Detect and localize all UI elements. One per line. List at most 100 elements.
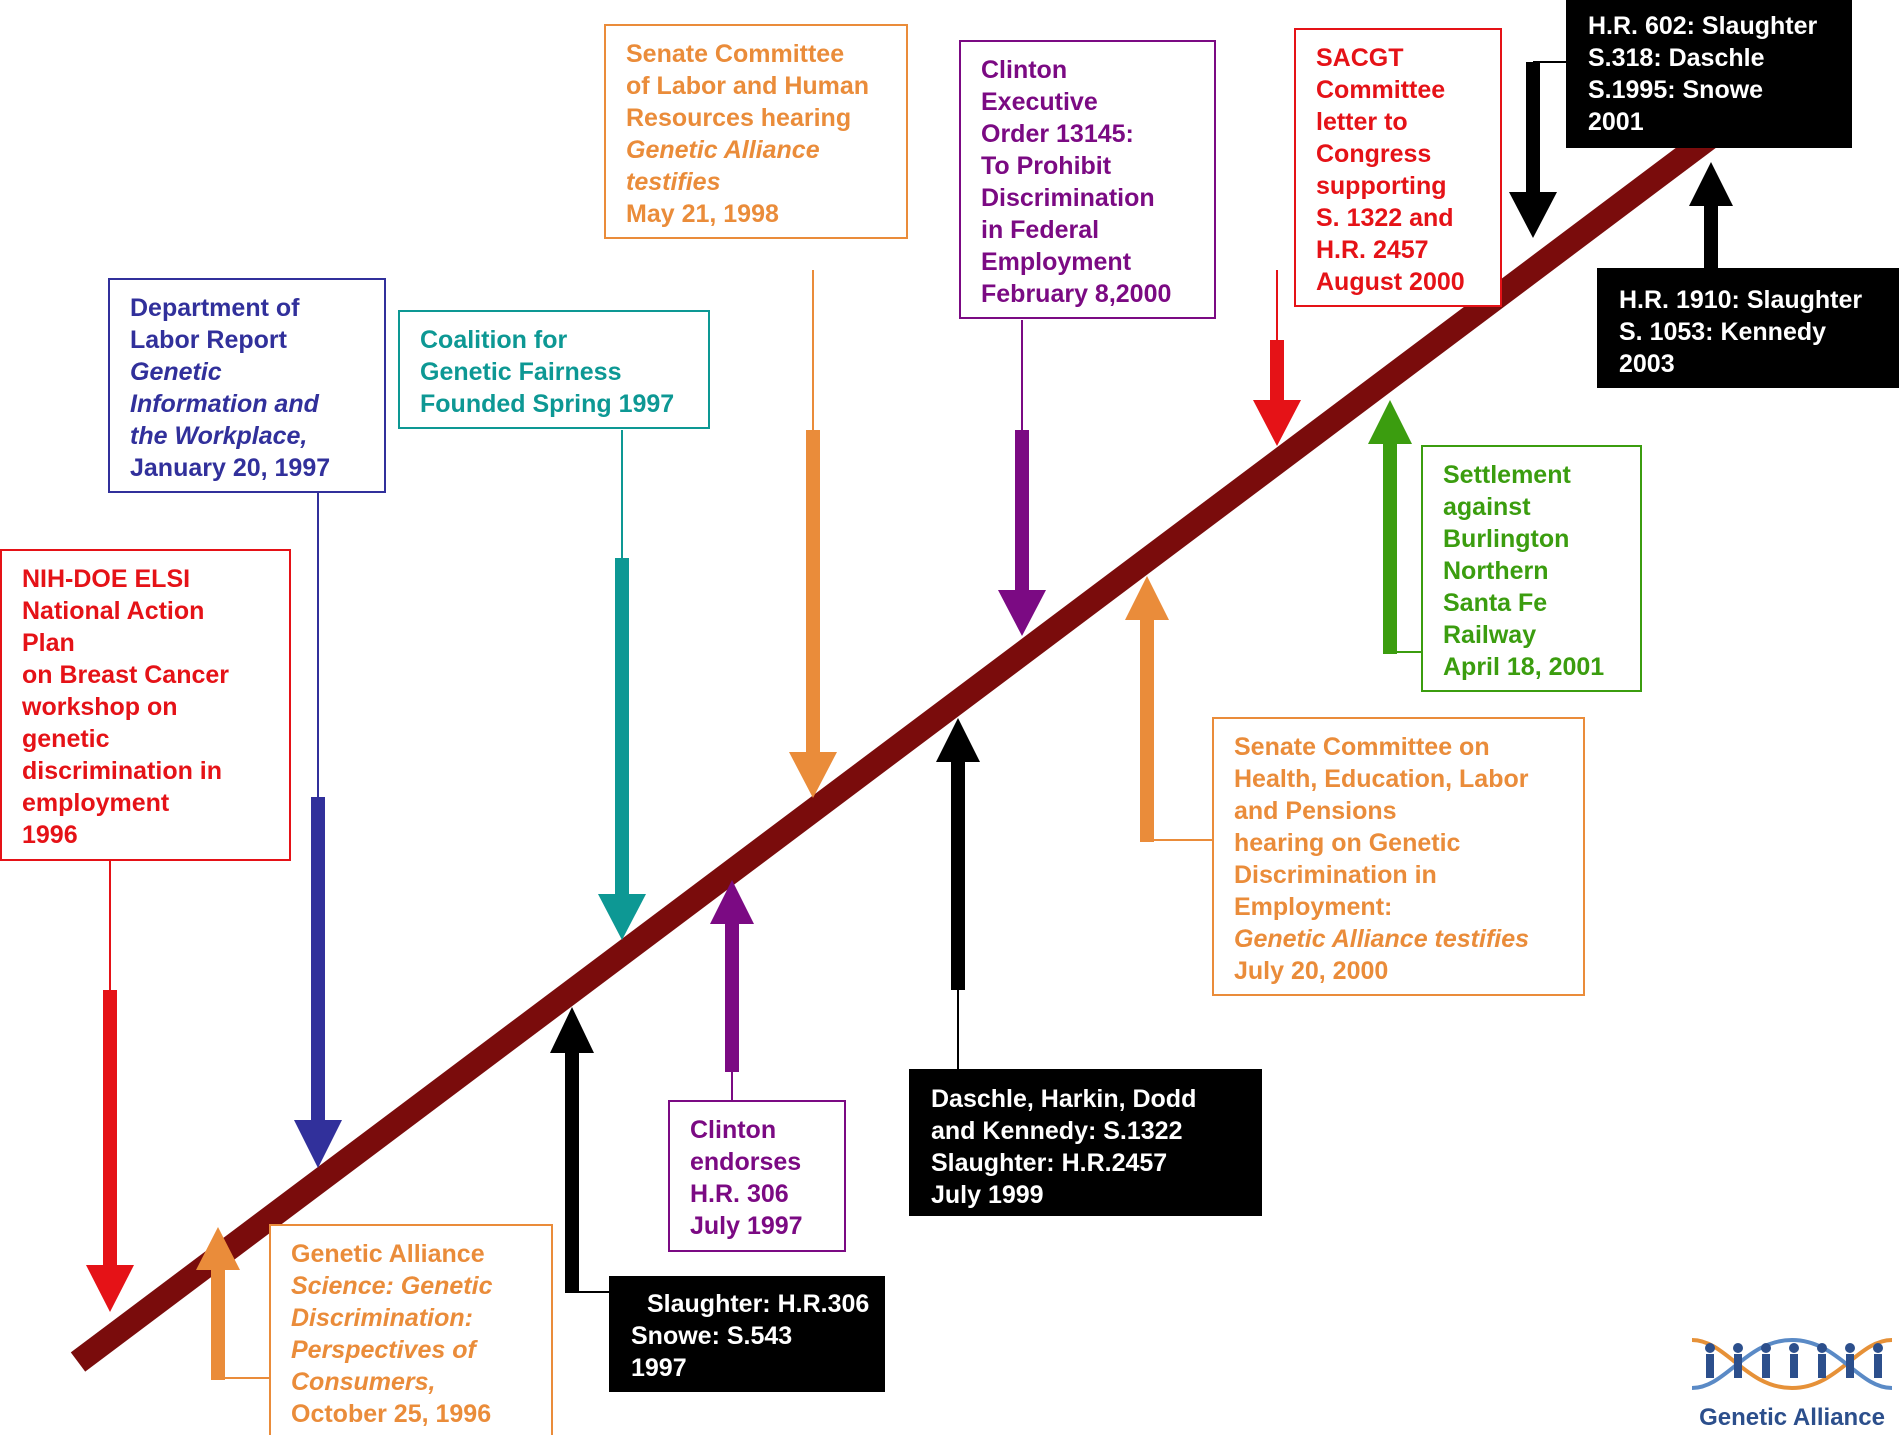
senate1998-line-3: Resources hearing — [626, 104, 852, 132]
nih-line-5: workshop on — [22, 693, 178, 721]
hr602-arrow — [1509, 62, 1557, 238]
clinton-eo-line-5: Discrimination — [981, 184, 1155, 212]
settlement-line-3: Burlington — [1443, 525, 1570, 553]
hr1910-arrow — [1689, 162, 1733, 270]
event-hr1910: H.R. 1910: Slaughter S. 1053: Kennedy 20… — [1597, 268, 1899, 388]
event-hr602: H.R. 602: Slaughter S.318: Daschle S.199… — [1566, 0, 1852, 148]
hr602-line-4: 2001 — [1588, 108, 1644, 136]
event-coalition-genetic-fairness: Coalition for Genetic Fairness Founded S… — [398, 310, 710, 429]
clinton-eo-line-2: Executive — [981, 88, 1098, 116]
sacgt-line-2: Committee — [1316, 76, 1446, 104]
slaughter-line-3: 1997 — [631, 1354, 687, 1382]
senate2000-line-3: and Pensions — [1234, 797, 1397, 825]
sacgt-line-8: August 2000 — [1316, 268, 1465, 296]
event-slaughter-hr306: Slaughter: H.R.306 Snowe: S.543 1997 — [609, 1276, 885, 1392]
settlement-line-5: Santa Fe — [1443, 589, 1548, 617]
cgf-arrow — [598, 558, 646, 940]
senate1998-line-4: Genetic Alliance — [626, 136, 820, 164]
clinton-eo-line-3: Order 13145: — [981, 120, 1134, 148]
event-daschle-s1322: Daschle, Harkin, Dodd and Kennedy: S.132… — [909, 1069, 1262, 1216]
clinton-endorses-line-4: July 1997 — [690, 1212, 803, 1240]
slaughter-line-2: Snowe: S.543 — [631, 1322, 793, 1350]
settlement-line-4: Northern — [1443, 557, 1549, 585]
sacgt-line-1: SACGT — [1316, 44, 1404, 72]
event-dol-report: Department of Labor Report Genetic Infor… — [108, 278, 386, 493]
senate2000-line-2: Health, Education, Labor — [1234, 765, 1529, 793]
hr602-line-2: S.318: Daschle — [1588, 44, 1765, 72]
event-senate-hearing-1998: Senate Committee of Labor and Human Reso… — [604, 24, 908, 239]
cgf-line-2: Genetic Fairness — [420, 358, 622, 386]
clinton-endorses-line-3: H.R. 306 — [690, 1180, 789, 1208]
clinton-endorses-line-2: endorses — [690, 1148, 802, 1176]
nih-line-9: 1996 — [22, 821, 78, 849]
senate1998-line-1: Senate Committee — [626, 40, 845, 68]
genetic-alliance-logo: Genetic Alliance — [1686, 1326, 1898, 1434]
sacgt-line-5: supporting — [1316, 172, 1447, 200]
sacgt-line-7: H.R. 2457 — [1316, 236, 1429, 264]
settlement-arrow — [1368, 400, 1412, 654]
clinton-eo-arrow — [998, 430, 1046, 636]
clinton-eo-line-1: Clinton — [981, 56, 1068, 84]
event-clinton-executive-order: Clinton Executive Order 13145: To Prohib… — [959, 40, 1216, 319]
settlement-line-7: April 18, 2001 — [1443, 653, 1605, 681]
clinton-endorses-line-1: Clinton — [690, 1116, 777, 1144]
slaughter-arrow — [550, 1007, 594, 1293]
dol-line-6: January 20, 1997 — [130, 454, 331, 482]
nih-line-3: Plan — [22, 629, 75, 657]
ga-science-line-3: Discrimination: — [291, 1304, 473, 1332]
hr1910-line-1: H.R. 1910: Slaughter — [1619, 286, 1863, 314]
clinton-endorses-arrow — [710, 880, 754, 1072]
ga-science-line-1: Genetic Alliance — [291, 1240, 485, 1268]
nih-line-8: employment — [22, 789, 170, 817]
event-sacgt-letter: SACGT Committee letter to Congress suppo… — [1294, 28, 1502, 307]
daschle-arrow — [936, 718, 980, 990]
hr602-line-1: H.R. 602: Slaughter — [1588, 12, 1818, 40]
sacgt-line-3: letter to — [1316, 108, 1408, 136]
hr1910-line-3: 2003 — [1619, 350, 1675, 378]
hr1910-line-2: S. 1053: Kennedy — [1619, 318, 1827, 346]
dol-line-3: Genetic — [130, 358, 222, 386]
nih-line-6: genetic — [22, 725, 110, 753]
senate1998-line-2: of Labor and Human — [626, 72, 870, 100]
senate2000-arrow — [1125, 576, 1169, 842]
clinton-eo-line-7: Employment — [981, 248, 1132, 276]
nih-line-2: National Action — [22, 597, 205, 625]
ga-science-line-2: Science: Genetic — [291, 1272, 493, 1300]
sacgt-line-6: S. 1322 and — [1316, 204, 1454, 232]
daschle-line-1: Daschle, Harkin, Dodd — [931, 1085, 1197, 1113]
clinton-eo-line-6: in Federal — [981, 216, 1100, 244]
daschle-line-2: and Kennedy: S.1322 — [931, 1117, 1183, 1145]
senate2000-line-7: Genetic Alliance testifies — [1234, 925, 1530, 953]
logo-text: Genetic Alliance — [1699, 1404, 1885, 1431]
ga-science-line-5: Consumers, — [291, 1368, 436, 1396]
ga-science-arrow — [196, 1227, 240, 1380]
senate2000-line-8: July 20, 2000 — [1234, 957, 1389, 985]
nih-line-4: on Breast Cancer — [22, 661, 230, 689]
senate2000-line-1: Senate Committee on — [1234, 733, 1490, 761]
dna-people-icon — [1691, 1337, 1893, 1391]
ga-science-line-4: Perspectives of — [291, 1336, 476, 1364]
senate1998-line-5: testifies — [626, 168, 721, 196]
event-nih-elsi: NIH-DOE ELSI National Action Plan on Bre… — [0, 549, 291, 861]
hr602-line-3: S.1995: Snowe — [1588, 76, 1764, 104]
dol-line-2: Labor Report — [130, 326, 287, 354]
senate1998-arrow — [789, 430, 837, 798]
event-clinton-endorses: Clinton endorses H.R. 306 July 1997 — [668, 1100, 846, 1252]
event-settlement-bnsf: Settlement against Burlington Northern S… — [1421, 445, 1642, 692]
settlement-line-2: against — [1443, 493, 1531, 521]
dol-arrow — [294, 797, 342, 1168]
nih-arrow — [86, 990, 134, 1312]
nih-line-7: discrimination in — [22, 757, 223, 785]
event-ga-science: Genetic Alliance Science: Genetic Discri… — [269, 1224, 553, 1435]
daschle-line-4: July 1999 — [931, 1181, 1044, 1209]
nih-line-1: NIH-DOE ELSI — [22, 565, 191, 593]
timeline-arrows — [86, 62, 1733, 1380]
daschle-line-3: Slaughter: H.R.2457 — [931, 1149, 1168, 1177]
settlement-line-6: Railway — [1443, 621, 1537, 649]
dol-line-1: Department of — [130, 294, 300, 322]
event-senate-hearing-2000: Senate Committee on Health, Education, L… — [1212, 717, 1585, 996]
dol-line-5: the Workplace, — [130, 422, 308, 450]
cgf-line-1: Coalition for — [420, 326, 568, 354]
senate2000-line-4: hearing on Genetic — [1234, 829, 1461, 857]
